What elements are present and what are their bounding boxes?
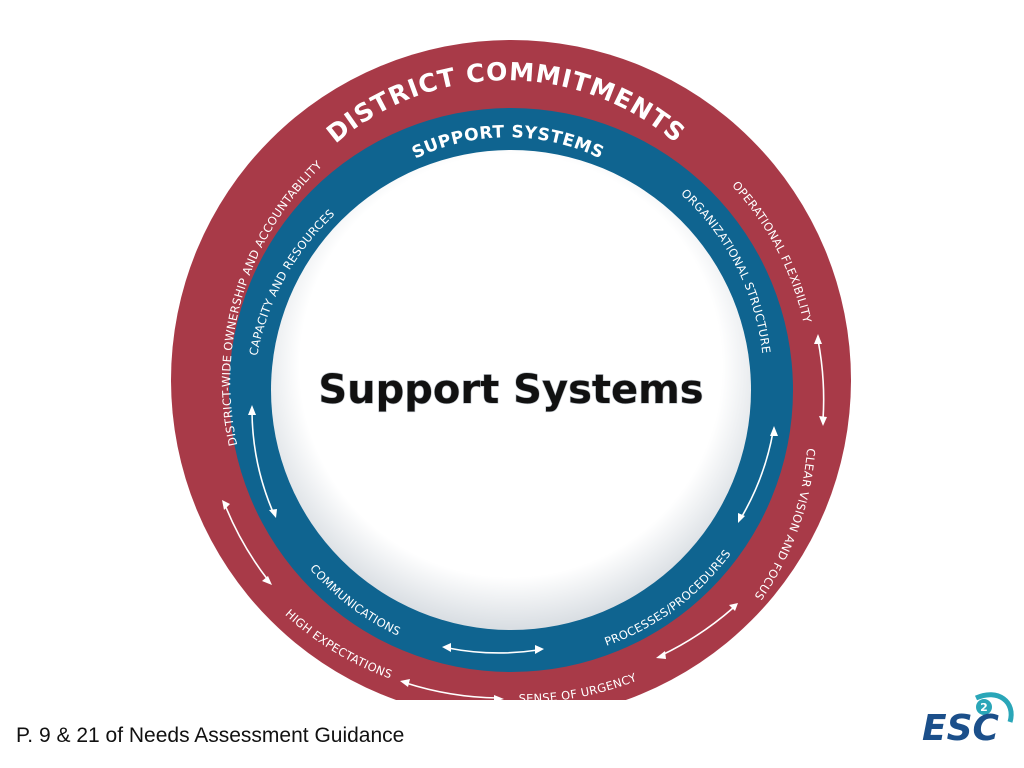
logo-badge: 2 (980, 701, 988, 714)
footer-citation: P. 9 & 21 of Needs Assessment Guidance (16, 724, 405, 747)
arrowhead-icon (535, 645, 544, 654)
arrowhead-icon (738, 513, 745, 523)
double-arrow-icon (740, 431, 774, 519)
arrowhead-icon (494, 695, 504, 700)
logo-text: ESC (922, 708, 1000, 749)
double-arrow-icon (447, 647, 539, 654)
arrowhead-icon (222, 500, 230, 510)
arrowhead-icon (262, 576, 272, 585)
double-arrow-icon (405, 682, 499, 699)
arrowhead-icon (770, 426, 778, 436)
arrowhead-icon (400, 679, 410, 687)
arrowhead-icon (248, 405, 256, 415)
double-arrow-icon (817, 339, 825, 421)
arrowhead-icon (442, 643, 451, 652)
arrowhead-icon (269, 509, 277, 518)
arrowhead-icon (656, 651, 666, 659)
double-arrow-icon (224, 504, 269, 581)
double-arrow-icon (661, 607, 734, 656)
center-title: Support Systems (318, 367, 703, 413)
double-arrow-icon (251, 411, 274, 513)
center-disc (271, 150, 751, 630)
arrowhead-icon (729, 603, 738, 611)
support-systems-diagram: DISTRICT COMMITMENTS SUPPORT SYSTEMS DIS… (171, 40, 851, 700)
esc-region-logo-icon: 2 ESC (922, 692, 1014, 749)
arrowhead-icon (814, 334, 822, 344)
arrowhead-icon (819, 416, 827, 426)
